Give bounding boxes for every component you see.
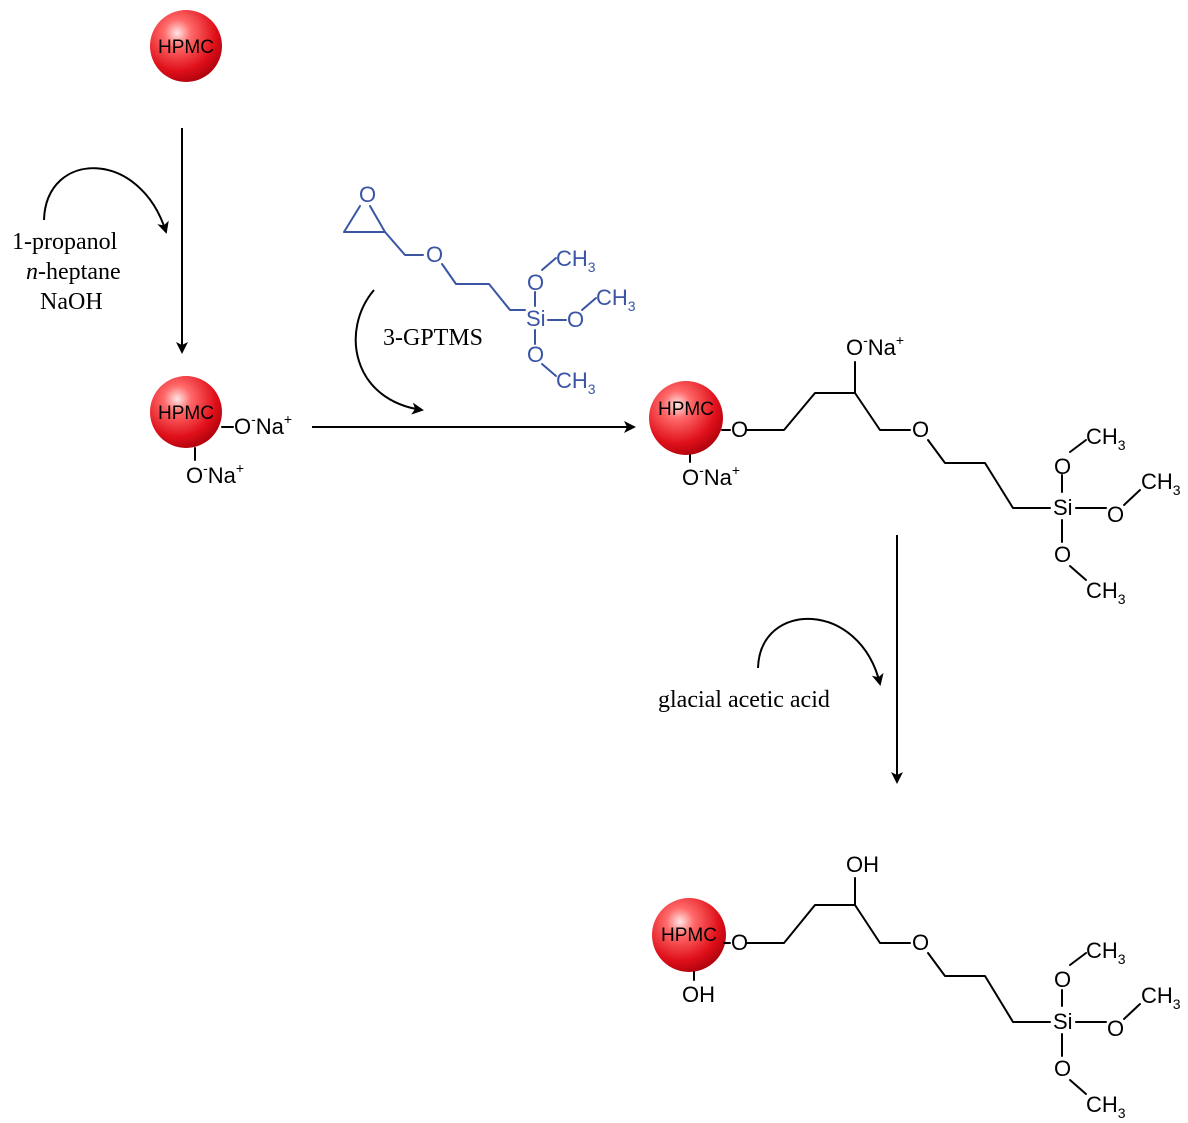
gptms-si: Si <box>526 306 546 331</box>
intermediate-ch3-right: CH3 <box>1141 469 1181 498</box>
intermediate-ch3-bottom: CH3 <box>1086 578 1126 607</box>
reagent-heptane-rest: -heptane <box>38 259 121 285</box>
final-oh-bottom: OH <box>682 982 715 1007</box>
gptms-o-right: O <box>567 307 584 332</box>
intermediate-product: HPMC O O-Na+ O Si O CH3 O CH3 O CH3 O-Na… <box>649 332 1181 607</box>
step3-curved-arrow <box>757 618 884 686</box>
final-product: HPMC O OH O Si O CH3 O CH3 O CH3 OH <box>652 852 1181 1121</box>
hpmc-label: HPMC <box>158 403 214 424</box>
hpmc-sphere <box>649 381 723 455</box>
gptms-ch3-right: CH3 <box>596 285 636 314</box>
intermediate-o-bottom: O <box>1054 542 1071 567</box>
hpmc-label: HPMC <box>658 399 714 420</box>
gptms-ch3-top: CH3 <box>556 246 596 275</box>
final-o-right: O <box>1107 1016 1124 1041</box>
final-ch3-top: CH3 <box>1086 938 1126 967</box>
intermediate-ether-o1: O <box>731 417 748 442</box>
step2-curved-arrow <box>354 289 424 415</box>
gptms-o-bottom: O <box>527 342 544 367</box>
intermediate-o-right: O <box>1107 502 1124 527</box>
final-ch3-bottom: CH3 <box>1086 1092 1126 1121</box>
hpmc-sphere <box>150 10 222 82</box>
gptms-epoxide-o: O <box>359 182 376 207</box>
intermediate-ch3-top: CH3 <box>1086 424 1126 453</box>
hpmc-sphere <box>150 376 222 448</box>
reagent-heptane-italic: n <box>26 259 38 285</box>
final-ether-o2: O <box>912 930 929 955</box>
hpmc-label: HPMC <box>661 925 717 946</box>
gptms-ch3-bottom: CH3 <box>556 368 596 397</box>
intermediate-ether-o2: O <box>912 417 929 442</box>
intermediate-o-na-bottom: O-Na+ <box>682 462 740 490</box>
reagent-3-gptms: 3-GPTMS <box>383 325 483 351</box>
alkoxide-o-na-bottom: O-Na+ <box>186 460 244 488</box>
hpmc-start: HPMC <box>150 10 222 82</box>
final-o-bottom: O <box>1054 1056 1071 1081</box>
step1-curved-arrow <box>43 167 169 234</box>
gptms-o-top: O <box>527 270 544 295</box>
hpmc-alkoxide: HPMC O-Na+ O-Na+ <box>150 376 292 488</box>
gptms-ether-o: O <box>426 242 443 267</box>
hpmc-sphere <box>652 898 726 972</box>
alkoxide-o-na-right: O-Na+ <box>234 411 292 439</box>
gptms-structure: O O Si O CH3 O CH3 O CH3 <box>343 182 636 397</box>
hpmc-label: HPMC <box>158 37 214 58</box>
final-o-top: O <box>1054 967 1071 992</box>
reagent-naoh: NaOH <box>40 289 103 315</box>
intermediate-o-na: O-Na+ <box>846 332 904 360</box>
intermediate-si: Si <box>1053 495 1073 520</box>
reagent-heptane: n-heptane <box>26 259 121 285</box>
reagent-glacial-acetic-acid: glacial acetic acid <box>658 687 830 713</box>
step2-arrow: 3-GPTMS <box>312 289 636 433</box>
final-ch3-right: CH3 <box>1141 983 1181 1012</box>
intermediate-o-top: O <box>1054 454 1071 479</box>
final-si: Si <box>1053 1009 1073 1034</box>
step1-arrow: 1-propanol n-heptane NaOH <box>12 128 188 354</box>
step3-arrow: glacial acetic acid <box>658 535 903 784</box>
final-ether-o1: O <box>731 930 748 955</box>
final-oh: OH <box>846 852 879 877</box>
reagent-1-propanol: 1-propanol <box>12 229 118 255</box>
